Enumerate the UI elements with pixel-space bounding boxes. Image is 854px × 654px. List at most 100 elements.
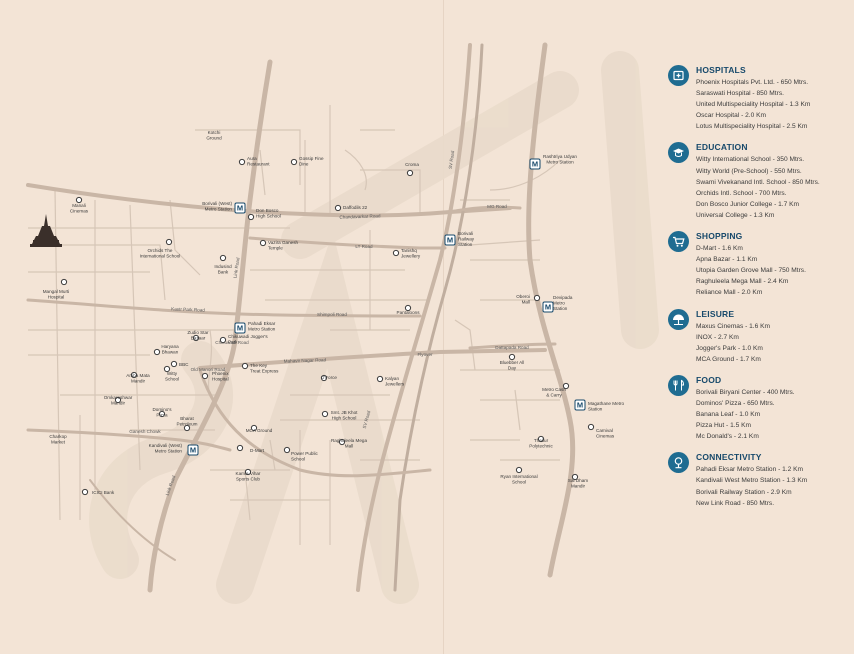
poi-label: MCA Ground [246, 428, 273, 433]
poi-marker-icon [241, 362, 249, 370]
metro-icon-glyph: M [577, 401, 583, 410]
poi-marker-icon [163, 365, 171, 373]
poi-marker-icon [183, 424, 191, 432]
poi-d-force: D'Force [320, 374, 337, 382]
metro-icon [187, 444, 199, 456]
legend-item-list: Pahadi Eksar Metro Station - 1.2 Km Kandi… [696, 464, 851, 508]
link-road [147, 59, 273, 593]
legend-item: Pizza Hut - 1.5 Km [696, 422, 751, 430]
poi-marker-icon [75, 196, 83, 204]
poi-marker-icon [170, 360, 178, 368]
poi-marker-icon [334, 204, 342, 212]
poi-marker-icon [259, 239, 267, 247]
poi-label: Croma [405, 162, 419, 167]
poi-marker-icon [158, 410, 166, 418]
metro-icon [542, 301, 554, 313]
legend-item: Saraswati Hospital - 850 Mtrs. [696, 90, 784, 98]
poi-marker-icon [247, 213, 255, 221]
poi-marker-icon [508, 353, 516, 361]
legend-item: Pahadi Eksar Metro Station - 1.2 Km [696, 466, 804, 474]
legend-item: Universal College - 1.3 Km [696, 211, 775, 219]
poi-label: Borivali (West)Metro Station [202, 201, 232, 211]
poi-d-mart: D-Mart [236, 444, 265, 453]
road-label-chikuwadi-road: Chikuwadi Road [215, 340, 249, 345]
poi-label: ICICI Bank [92, 490, 115, 495]
railway-line [393, 43, 484, 592]
poi-marker-icon [238, 158, 246, 166]
legend-item: Orchids Intl. School - 700 Mtrs. [696, 189, 787, 197]
legend-item: Maxus Cinemas - 1.6 Km [696, 322, 771, 330]
poi-marker-icon [376, 375, 384, 383]
legend-item: INOX - 2.7 Km [696, 333, 739, 341]
poi-marker-icon [571, 473, 579, 481]
poi-marker-icon [283, 446, 291, 454]
umbrella-icon [668, 308, 689, 330]
legend-category-title: LEISURE [696, 308, 735, 319]
poi-pantaloons: Pantaloons [397, 304, 420, 315]
poi-marker-icon [219, 336, 227, 344]
hospital-icon [668, 65, 689, 86]
metro-icon [574, 399, 586, 411]
legend-item: United Multispeciality Hospital - 1.3 Km [696, 101, 811, 109]
metro-icon-glyph: M [532, 160, 538, 169]
temple-landmark-icon [30, 214, 62, 247]
poi-marker-icon [201, 372, 209, 380]
legend-category-title: HOSPITALS [696, 65, 746, 75]
road-label-lt-road: LT Road [355, 244, 373, 249]
legend-category-title: SHOPPING [696, 231, 743, 242]
shopping-cart-icon [668, 231, 689, 253]
legend-item: Kandivali West Metro Station - 1.3 Km [696, 477, 808, 485]
poi-marker-icon [114, 396, 122, 404]
mg-road [448, 205, 522, 214]
legend-item: MCA Ground - 1.7 Km [696, 355, 761, 363]
legend-item: Don Bosco Junior College - 1.7 Km [696, 200, 799, 208]
legend-item: Lotus Multispeciality Hospital - 2.5 Km [696, 123, 808, 131]
sv-road-2 [198, 368, 432, 478]
poi-marker-icon [250, 424, 258, 432]
legend-category-title: EDUCATION [696, 142, 748, 153]
metro-icon [444, 234, 456, 246]
poi-marker-icon [537, 435, 545, 443]
watermark [89, 51, 659, 604]
poi-marker-icon [320, 374, 328, 382]
poi-marker-icon [533, 294, 541, 302]
metro-icon [234, 202, 246, 214]
poi-metro-cash-carry: Metro Cash& Carry [542, 382, 570, 397]
road-label-sv-road: SV Road [362, 410, 372, 429]
